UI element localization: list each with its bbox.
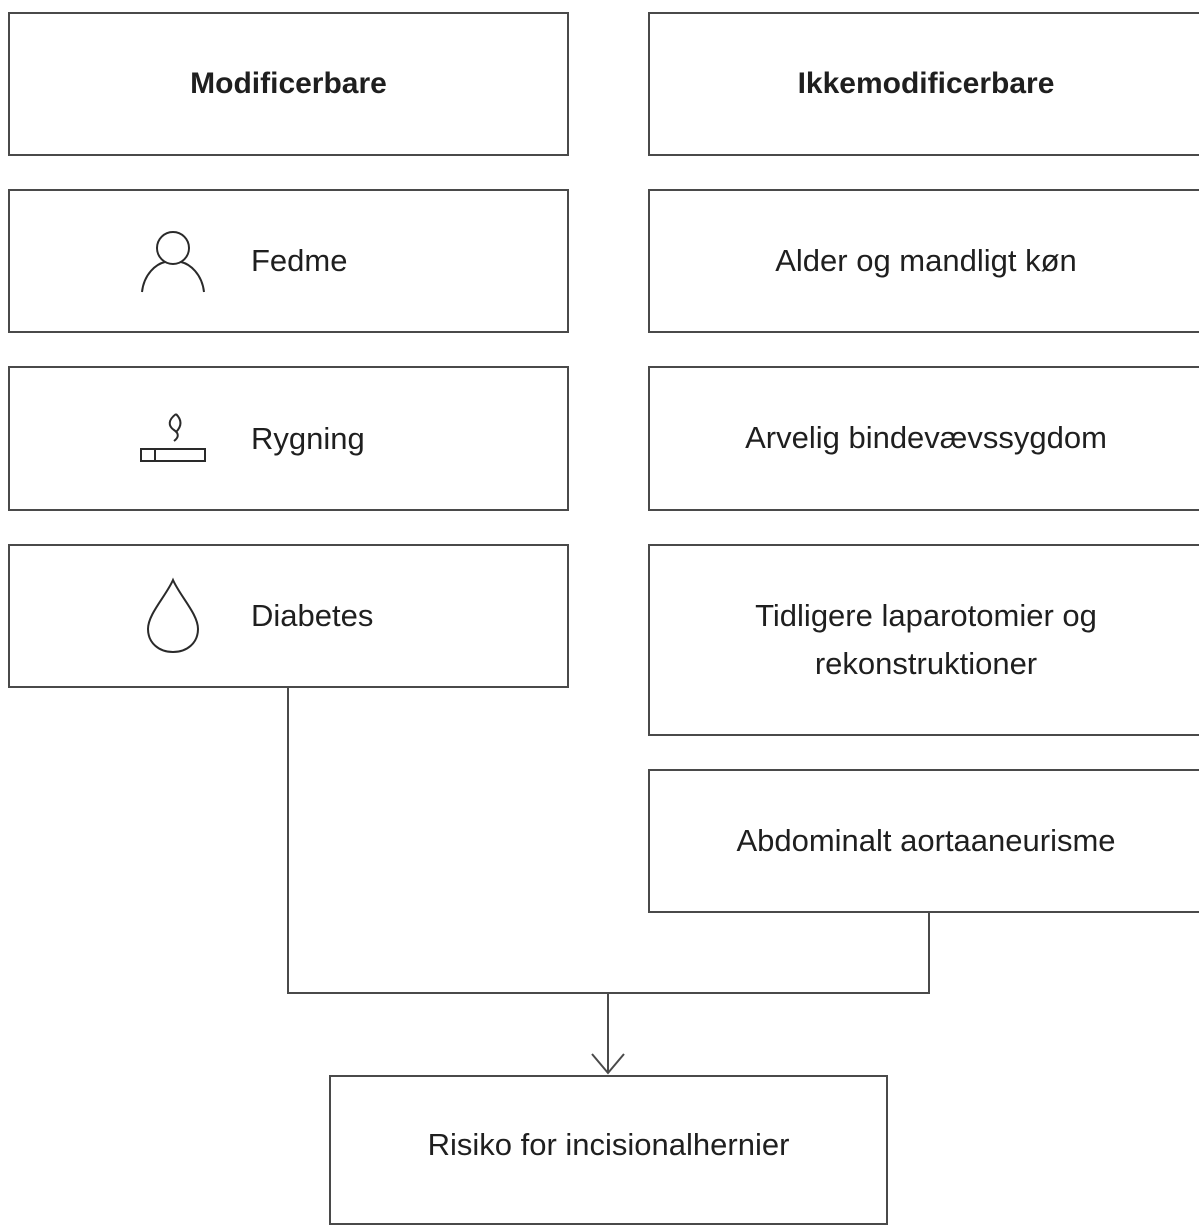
risk-label-aortaaneurisme: Abdominalt aortaaneurisme	[736, 822, 1116, 858]
right-connector	[608, 912, 930, 994]
risk-box-diabetes: Diabetes	[8, 544, 569, 688]
risk-box-fedme: Fedme	[8, 189, 569, 333]
non-modifiable-heading-label: Ikkemodificerbare	[797, 66, 1055, 100]
risk-label-alder: Alder og mandligt køn	[775, 242, 1077, 278]
risk-box-alder: Alder og mandligt køn	[648, 189, 1199, 333]
risk-label-fedme: Fedme	[251, 242, 348, 278]
cigarette-icon	[138, 404, 208, 474]
risk-label-laparotomier: Tidligere laparotomier og rekonstruktion…	[755, 597, 1097, 681]
result-label: Risiko for incisionalhernier	[427, 1127, 790, 1162]
risk-box-aortaaneurisme: Abdominalt aortaaneurisme	[648, 769, 1199, 913]
risk-label-diabetes: Diabetes	[251, 597, 374, 633]
risk-box-rygning: Rygning	[8, 366, 569, 511]
result-box: Risiko for incisionalhernier	[329, 1075, 888, 1225]
left-connector	[287, 687, 608, 994]
modifiable-heading: Modificerbare	[8, 12, 569, 156]
risk-label-rygning: Rygning	[251, 420, 365, 456]
modifiable-heading-label: Modificerbare	[190, 66, 387, 100]
drop-icon	[138, 577, 208, 654]
arrow-head	[591, 1053, 625, 1075]
non-modifiable-heading: Ikkemodificerbare	[648, 12, 1199, 156]
risk-box-arvelig: Arvelig bindevævssygdom	[648, 366, 1199, 511]
person-icon	[138, 226, 208, 296]
risk-box-laparotomier: Tidligere laparotomier og rekonstruktion…	[648, 544, 1199, 736]
risk-label-arvelig: Arvelig bindevævssygdom	[745, 420, 1107, 456]
